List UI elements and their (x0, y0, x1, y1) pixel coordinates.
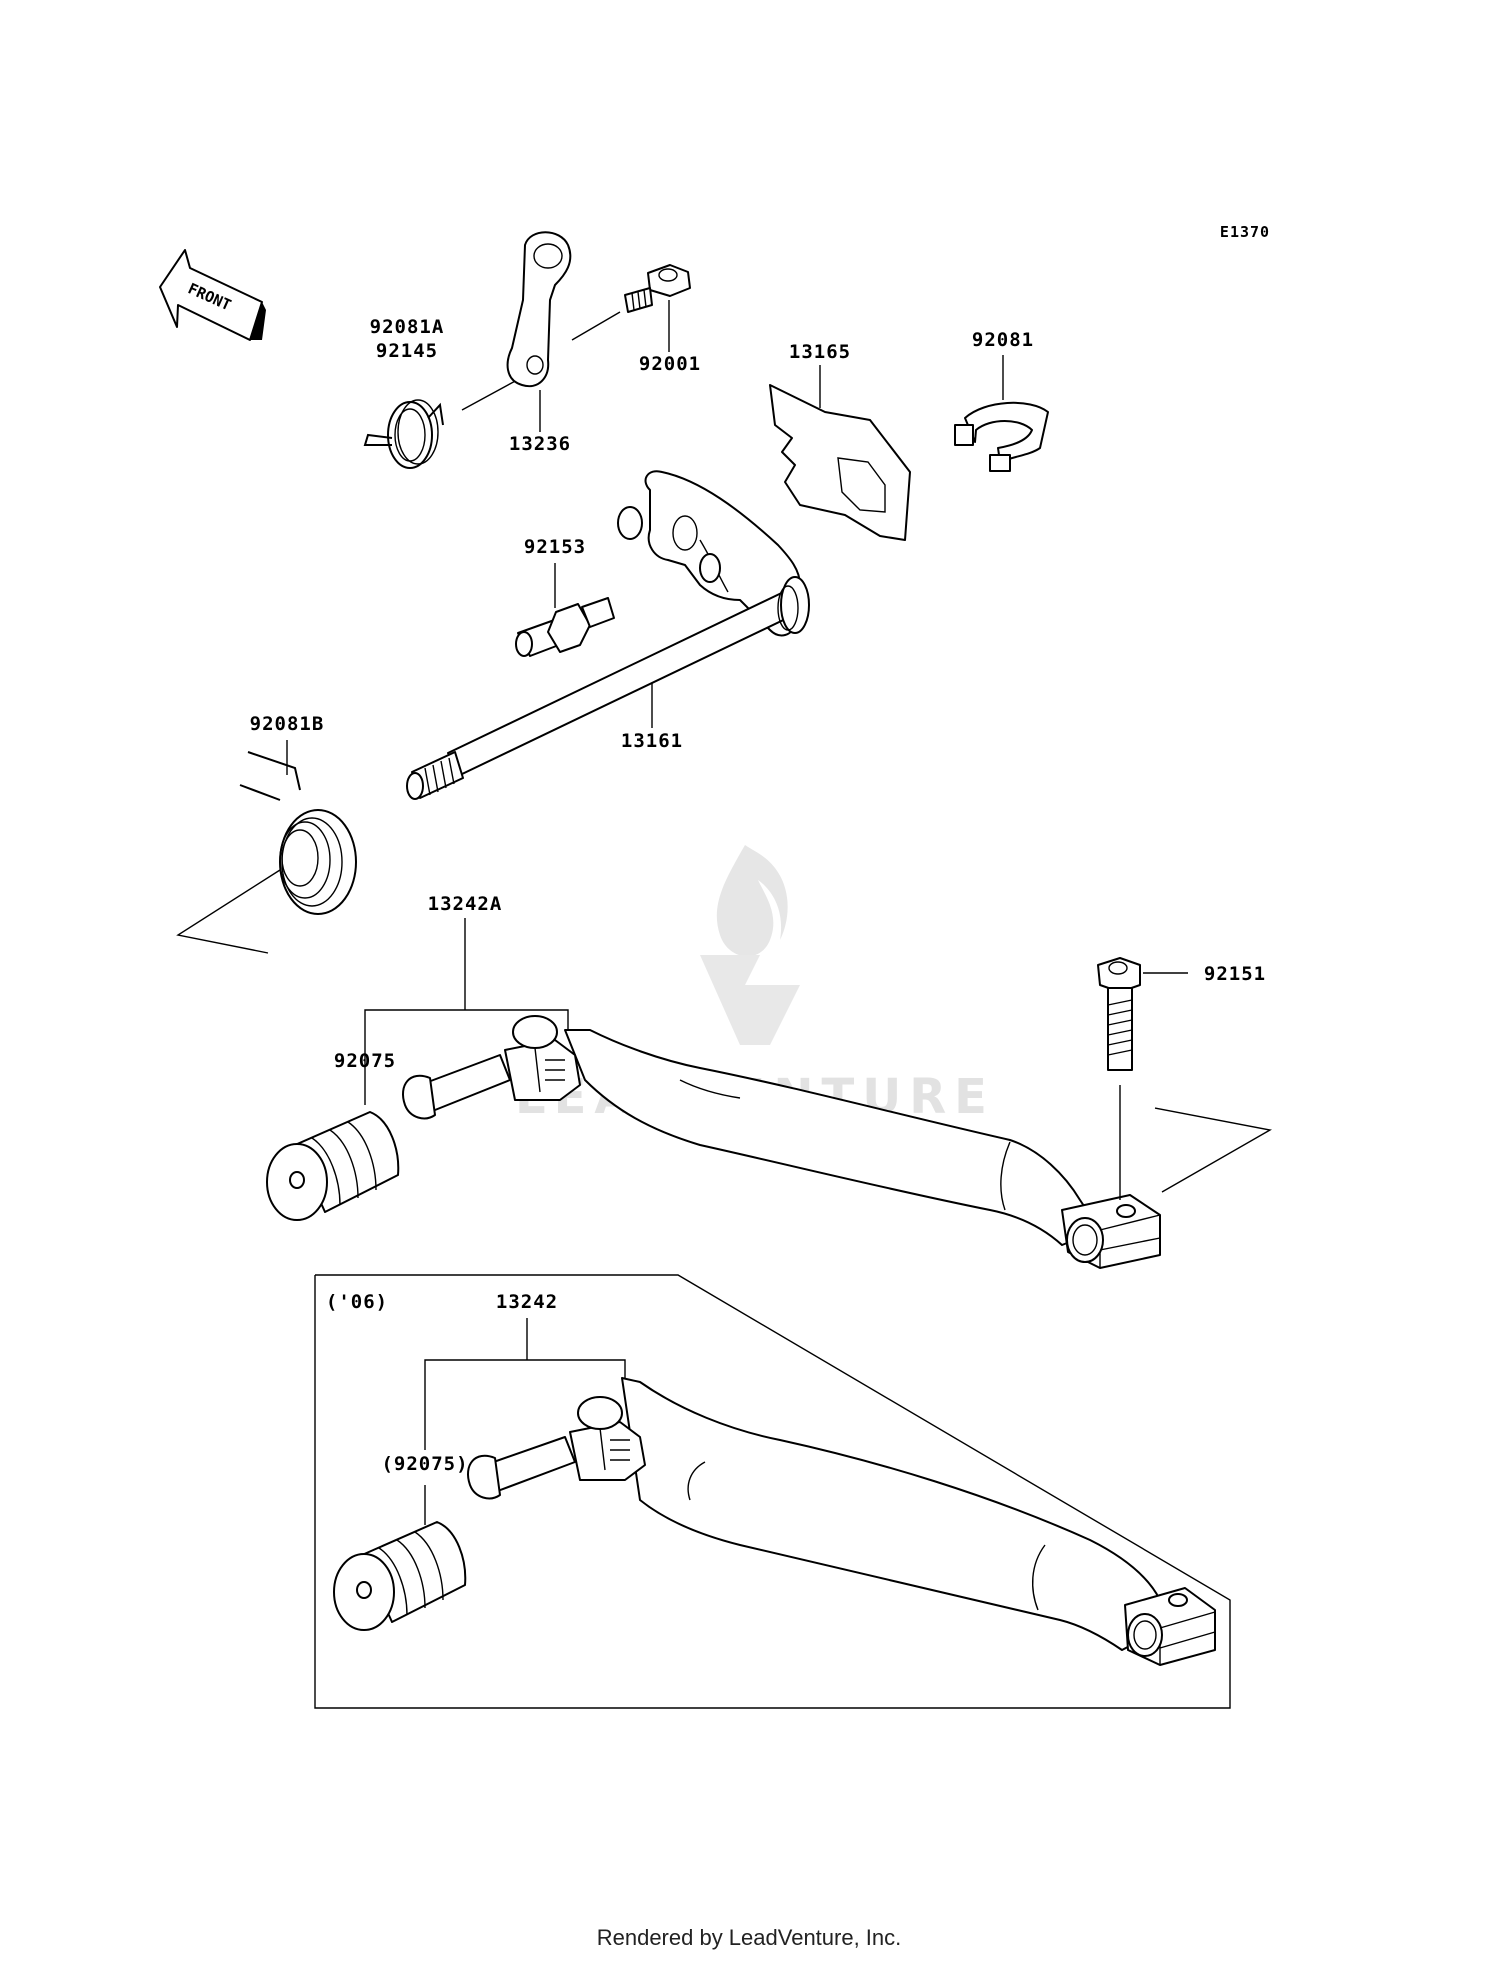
label-92075-inset: (92075) (381, 1453, 468, 1475)
rubber-92075-inset (333, 1521, 467, 1631)
label-92081B: 92081B (250, 713, 325, 735)
label-92145: 92145 (376, 340, 438, 362)
bolt-92001 (624, 264, 691, 313)
spring-92145 (363, 399, 444, 469)
label-92075: 92075 (334, 1050, 396, 1072)
bolt-92151 (1097, 957, 1141, 1071)
label-13242A: 13242A (428, 893, 503, 915)
label-92081A: 92081A (370, 316, 445, 338)
arm-13236 (506, 231, 572, 388)
label-92001: 92001 (639, 353, 701, 375)
spring-92081B (239, 751, 357, 915)
leadventure-logo-icon (700, 845, 800, 1045)
shaft-13161 (406, 470, 810, 800)
label-92153: 92153 (524, 536, 586, 558)
lever-13242-inset (467, 1377, 1216, 1666)
label-92151: 92151 (1204, 963, 1266, 985)
spring-reference-line (176, 869, 281, 954)
clamp-reference-line (1154, 1107, 1272, 1193)
bracket-13242A (364, 1009, 569, 1105)
inset-year-label: ('06) (326, 1291, 388, 1313)
lever-13242A (402, 1015, 1161, 1269)
rubber-92075 (266, 1111, 400, 1221)
plate-13165 (769, 384, 911, 541)
inset-06-box (314, 1274, 1231, 1709)
label-13165: 13165 (789, 341, 851, 363)
leader-92001-arm (571, 311, 621, 341)
label-13242: 13242 (496, 1291, 558, 1313)
footer-credit: Rendered by LeadVenture, Inc. (597, 1925, 902, 1950)
diagram-code: E1370 (1220, 223, 1270, 241)
bracket-13242 (424, 1359, 626, 1450)
label-92081: 92081 (972, 329, 1034, 351)
label-13236: 13236 (509, 433, 571, 455)
front-arrow-icon: FRONT (159, 249, 266, 341)
label-13161: 13161 (621, 730, 683, 752)
pin-92153 (515, 597, 615, 657)
clip-92081 (954, 401, 1049, 472)
